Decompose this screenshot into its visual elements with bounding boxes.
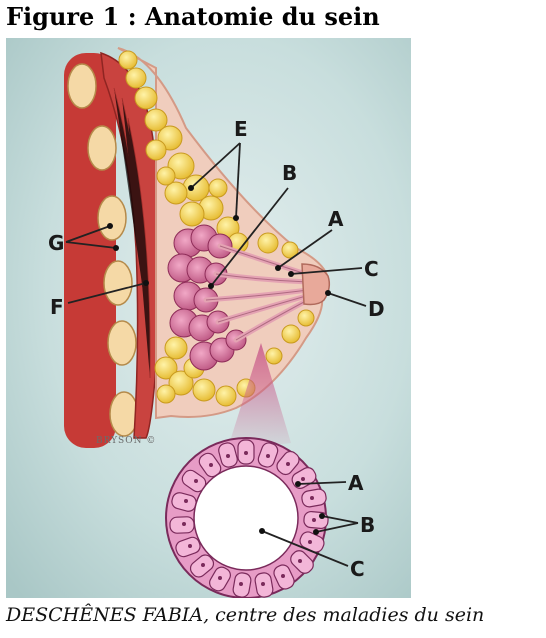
figure-caption: DESCHÊNES FABIA, centre des maladies du … xyxy=(6,604,485,626)
leader-dots xyxy=(107,185,331,535)
label-e: E xyxy=(234,117,248,141)
label-f: F xyxy=(50,295,64,319)
label-c: C xyxy=(364,257,379,281)
cross-label-b: B xyxy=(360,513,375,537)
label-d: D xyxy=(368,297,385,321)
label-b: B xyxy=(282,161,297,185)
leader-lines xyxy=(65,142,367,567)
magnification-cone xyxy=(231,343,291,445)
label-g: G xyxy=(48,231,64,255)
artist-credit: BRYSON © xyxy=(96,436,156,446)
duct-cross-section xyxy=(165,437,329,598)
ribs xyxy=(64,53,139,448)
label-a: A xyxy=(328,207,344,231)
nipple xyxy=(301,263,331,306)
breast-anatomy-diagram: BRYSON © xyxy=(6,38,411,598)
fat-tissue xyxy=(118,50,315,407)
cross-label-c: C xyxy=(350,557,365,581)
duct-lumen xyxy=(193,465,299,571)
cross-label-a: A xyxy=(348,471,364,495)
figure-title: Figure 1 : Anatomie du sein xyxy=(6,2,380,31)
